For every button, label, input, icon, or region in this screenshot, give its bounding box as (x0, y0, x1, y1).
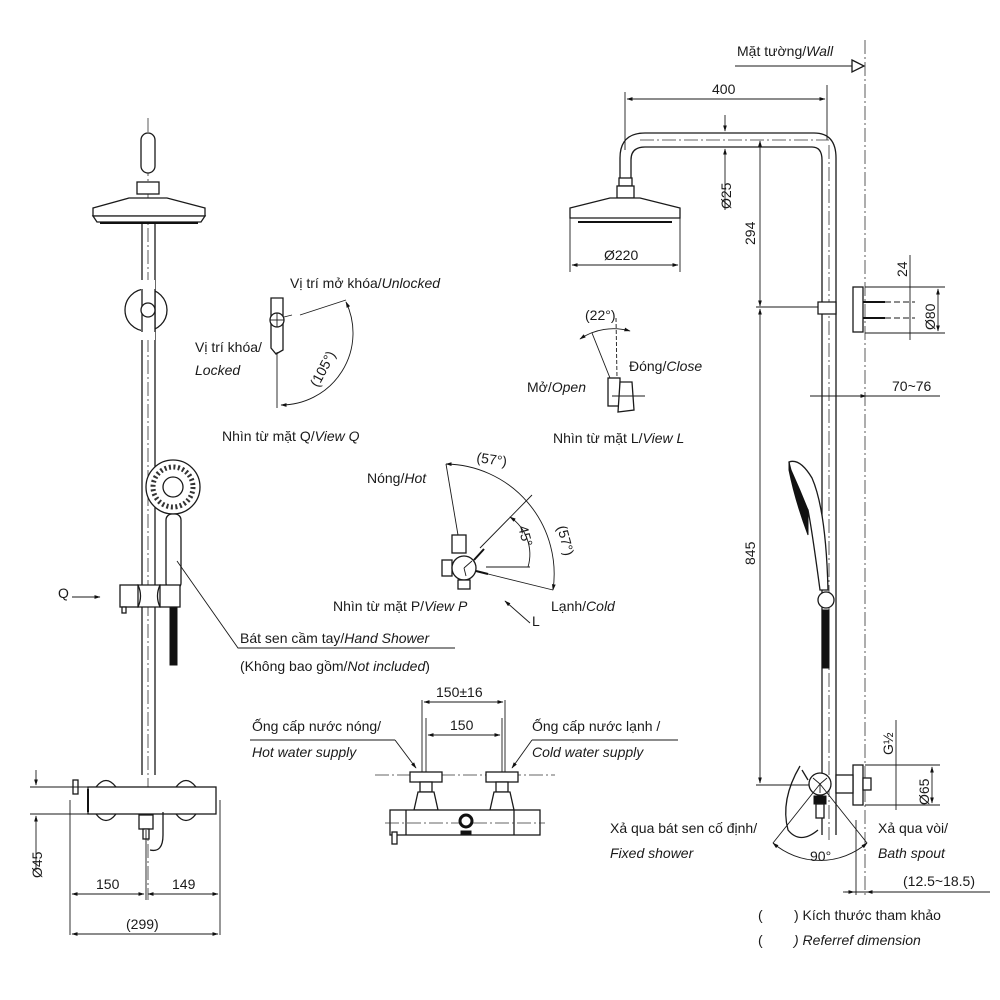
view-p-caption: Nhìn từ mặt P/View P (333, 598, 468, 614)
dim-flange-65: Ø65 (916, 778, 932, 805)
dim-bracket-dia-80: Ø80 (922, 303, 938, 330)
view-l-caption: Nhìn từ mặt L/View L (553, 430, 684, 446)
dim-body-diameter: Ø45 (29, 851, 45, 878)
hot-supply-label-en: Hot water supply (252, 744, 357, 760)
bath-spout-label: Xả qua vòi/ (878, 820, 948, 836)
dim-bracket-offset-24: 24 (894, 261, 910, 277)
unlocked-label: Vị trí mở khóa/Unlocked (290, 275, 441, 291)
dim-total-299: (299) (126, 916, 159, 932)
hot-supply-label: Ống cấp nước nóng/ (252, 717, 381, 734)
cold-label: Lạnh/Cold (551, 598, 616, 614)
dim-wall-gap: 70~76 (892, 378, 932, 394)
dim-left-150: 150 (96, 876, 120, 892)
dim-arm-400: 400 (712, 81, 736, 97)
dim-height-845: 845 (742, 541, 758, 565)
open-label: Mở/Open (527, 379, 586, 395)
wall-label: Mặt tường/Wall (737, 43, 834, 59)
view-q-caption: Nhìn từ mặt Q/View Q (222, 428, 360, 444)
hand-shower-front (145, 459, 201, 666)
dim-adjust-150-16: 150±16 (436, 684, 483, 700)
dim-head-220: Ø220 (604, 247, 638, 263)
dim-eccentric: (12.5~18.5) (903, 873, 975, 889)
dim-center-150: 150 (450, 717, 474, 733)
cold-supply-label-en: Cold water supply (532, 744, 644, 760)
locked-label: Vị trí khóa/ (195, 339, 262, 355)
cold-supply-label: Ống cấp nước lạnh / (532, 717, 660, 734)
front-view: Q Bát sen cầm tay/Hand Shower (Không bao… (29, 118, 455, 936)
front-dimensions: Ø45 150 149 (299) (29, 770, 221, 936)
view-p: Nóng/Hot (57°) (57°) 45° Nhìn từ mặt P/V… (333, 449, 616, 629)
legend-paren-2: ( (758, 932, 763, 948)
not-included-note: (Không bao gồm/Not included) (240, 658, 430, 674)
view-p-angle-hot: (57°) (476, 449, 508, 469)
fixed-shower-label-en: Fixed shower (610, 845, 695, 861)
hand-shower-label: Bát sen cầm tay/Hand Shower (240, 630, 430, 646)
view-q: Vị trí mở khóa/Unlocked (105°) Vị trí kh… (195, 275, 441, 444)
thermostat-body-front (72, 779, 217, 852)
view-p-angle-cold: (57°) (554, 524, 577, 558)
bath-spout-label-en: Bath spout (878, 845, 946, 861)
dim-top-294: 294 (742, 221, 758, 245)
dim-right-149: 149 (172, 876, 196, 892)
hand-shower-leader (176, 560, 455, 649)
legend: ( ) Kích thước tham khảo ( ) Referref di… (758, 907, 941, 948)
dim-pipe-25: Ø25 (718, 182, 734, 209)
locked-label-en: Locked (195, 362, 241, 378)
view-l-marker: L (532, 613, 540, 629)
view-q-marker: Q (58, 585, 69, 601)
view-l-angle: (22°) (585, 307, 616, 323)
legend-ref-vi: ) Kích thước tham khảo (794, 907, 941, 923)
side-view: Mặt tường/Wall 400 Ø25 Ø220 294 845 (569, 40, 990, 895)
hot-label: Nóng/Hot (367, 470, 427, 486)
wall-bracket-front (124, 280, 168, 340)
view-l: (22°) Đóng/Close Mở/Open Nhìn từ mặt L/V… (527, 307, 702, 446)
dim-thread-g12: G½ (880, 732, 896, 755)
fixed-shower-label: Xả qua bát sen cố định/ (610, 820, 757, 836)
mixer-view: 150±16 150 Ống cấp nước nóng/ Hot water … (250, 684, 678, 845)
close-label: Đóng/Close (629, 358, 702, 374)
angle-90: 90° (810, 848, 831, 864)
view-q-angle: (105°) (307, 348, 339, 389)
legend-ref-en: ) Referref dimension (792, 932, 921, 948)
legend-paren-1: ( (758, 907, 763, 923)
shower-head-front (91, 132, 207, 224)
slider-holder (119, 584, 181, 614)
